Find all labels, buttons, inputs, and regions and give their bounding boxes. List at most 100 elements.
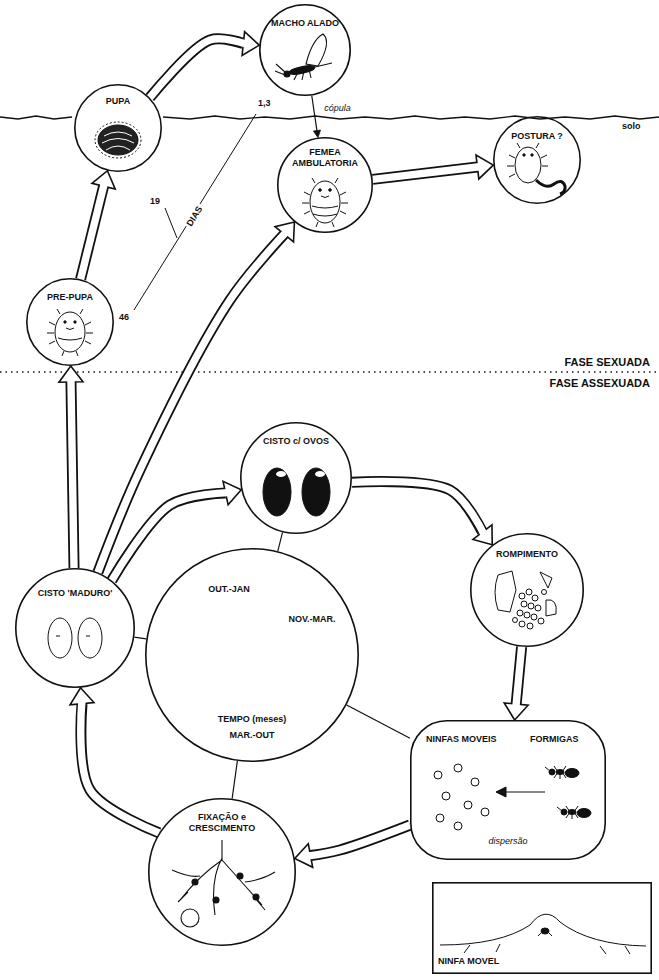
nymph-dispersal-figure [464, 801, 472, 809]
arrow-fill [81, 184, 105, 279]
text-slot: FORMIGAS [530, 734, 594, 745]
stage-circle: MACHO ALADO [259, 4, 351, 96]
cycle-arrow [312, 96, 321, 138]
cycle-arrow [81, 171, 116, 280]
egg-laying-figure [515, 147, 541, 183]
text-slot: cópula [322, 97, 382, 115]
egg-laying-figure [507, 143, 548, 177]
mobile-nymph-figure [440, 914, 646, 946]
prepupa-figure [55, 312, 85, 352]
callout-number: DIAS [184, 203, 207, 230]
nymph-dispersal-figure [549, 769, 555, 775]
rupture-figure [542, 590, 547, 595]
text-slot: NINFAS MOVEIS [426, 734, 520, 745]
dispersal-panel-outline [411, 721, 605, 859]
female-figure [302, 178, 348, 227]
rupture-figure [546, 600, 556, 616]
text-slot: CISTO 'MADURO' [30, 588, 120, 599]
prepupa-figure [74, 321, 76, 323]
text-slot: FIXAÇÃO e CRESCIMENTO [176, 812, 268, 834]
inset-box: NINFA MOVEL [432, 882, 652, 974]
nymph-dispersal-figure [454, 822, 462, 830]
node-label: NOV.-MAR. [280, 614, 344, 625]
text-slot: TEMPO (meses) [205, 714, 299, 725]
time-spoke [278, 532, 283, 551]
time-spoke [134, 637, 146, 639]
rupture-figure [532, 595, 538, 601]
text-slot: POSTURA ? [505, 131, 569, 142]
phase-divider [0, 371, 659, 372]
stage-circle-outline [26, 278, 114, 366]
female-figure [310, 181, 340, 223]
cycle-arrow [59, 366, 83, 568]
time-circle-outline [146, 549, 358, 761]
pupa-figure [95, 122, 141, 158]
stage-circle-outline [75, 85, 161, 171]
rupture-figure [519, 621, 525, 627]
node-label: dispersão [468, 836, 548, 847]
node-label: MAR.-OUT [215, 730, 289, 741]
text-slot: PRE-PUPA [37, 292, 103, 303]
stage-circle-outline [15, 568, 135, 688]
prepupa-figure [64, 321, 66, 323]
cycle-arrow [150, 32, 259, 98]
rupture-figure [527, 623, 533, 629]
rupture-figure [538, 618, 544, 624]
arrow-fill [98, 233, 286, 573]
winged-male-figure [306, 34, 327, 66]
mobile-nymph-figure [440, 914, 646, 954]
node-label: NINFAS MOVEIS [426, 734, 520, 745]
node-label: PRE-PUPA [37, 292, 103, 303]
stage-circle: POSTURA ? [493, 116, 581, 204]
text-slot: FASE ASSEXUADA [420, 377, 650, 390]
node-label: ROMPIMENTO [487, 549, 567, 560]
cycle-arrow [112, 481, 242, 580]
text-slot: dispersão [468, 836, 548, 847]
node-label: FIXAÇÃO e CRESCIMENTO [176, 812, 268, 834]
prepupa-figure [58, 328, 82, 340]
female-figure [319, 189, 322, 192]
winged-male-figure [289, 64, 316, 76]
callout-number: 19 [150, 196, 170, 207]
text-slot: FASE SEXUADA [440, 356, 650, 369]
node-label: PUPA [88, 96, 148, 107]
stage-circle-outline [259, 4, 351, 96]
stage-circle: FIXAÇÃO e CRESCIMENTO [148, 798, 296, 946]
phase-label: FASE SEXUADA [440, 356, 650, 369]
arrow-fill [150, 39, 246, 98]
node-label: POSTURA ? [505, 131, 569, 142]
stage-circle-outline [149, 799, 295, 945]
mature-cyst-figure [78, 618, 102, 658]
node-label: FORMIGAS [530, 734, 594, 745]
soil-line [0, 116, 659, 119]
soil-line [163, 116, 659, 119]
winged-male-figure [275, 34, 332, 80]
mobile-nymph-figure [541, 928, 549, 934]
cyst-with-eggs-figure [276, 471, 286, 477]
mobile-nymph-figure [464, 944, 630, 954]
text-slot: MACHO ALADO [270, 18, 340, 29]
stage-circle: CISTO c/ OVOS [240, 422, 352, 534]
time-spoke [347, 705, 410, 738]
rupture-figure [495, 571, 516, 612]
text-slot: FEMEA AMBULATORIA [285, 147, 365, 169]
cycle-arrow [352, 482, 492, 545]
cycle-arrow [295, 825, 410, 867]
root-figure [172, 840, 275, 915]
inset-box-outline [433, 883, 651, 973]
cycle-arrow [98, 222, 295, 573]
days-bracket [165, 208, 177, 238]
rupture-figure [495, 571, 556, 629]
root-figure [213, 897, 219, 903]
text-slot: PUPA [88, 96, 148, 107]
egg-laying-figure [531, 154, 533, 156]
rupture-figure [519, 593, 525, 599]
text-slot: 1,3 [258, 98, 282, 109]
text-slot: OUT.-JAN [193, 584, 265, 595]
rupture-figure [513, 618, 518, 623]
edge-label: cópula [322, 103, 353, 114]
rupture-figure [528, 603, 534, 609]
stage-circle-outline [27, 279, 113, 365]
stage-circle-outline [16, 569, 134, 687]
stage-circle: FEMEA AMBULATORIA [277, 137, 373, 233]
